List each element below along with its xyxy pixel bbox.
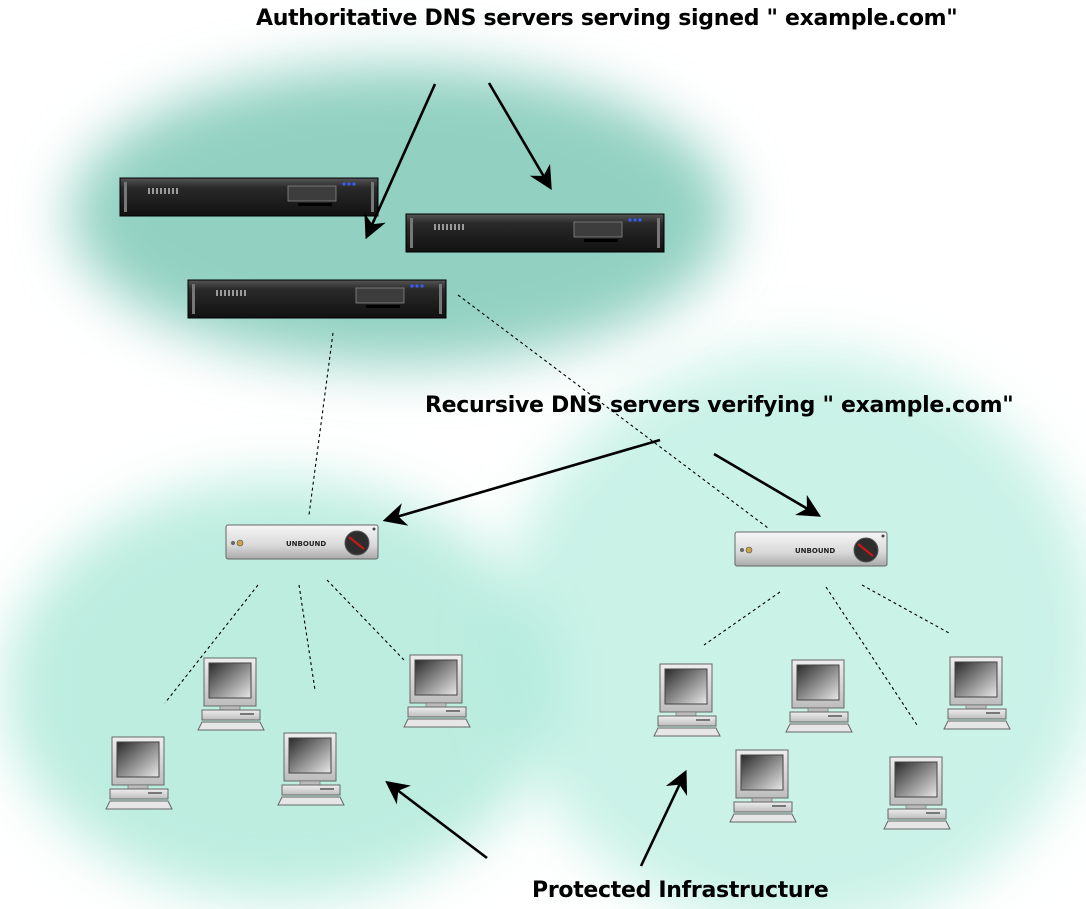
unbound-resolver-icon: UNBOUND xyxy=(733,530,889,568)
right-protected-zone-background xyxy=(500,350,1086,909)
resolver-brand-text: UNBOUND xyxy=(286,540,326,548)
arrow-to-right-resolver xyxy=(713,452,822,517)
desktop-computer-icon xyxy=(729,749,797,823)
desktop-computer-icon xyxy=(943,656,1011,730)
left-resolver-client-link xyxy=(164,584,259,704)
arrow-to-left-clients xyxy=(385,780,488,860)
unbound-resolver-icon: UNBOUND xyxy=(224,523,380,561)
desktop-computer-icon xyxy=(785,659,853,733)
desktop-computer-icon xyxy=(403,654,471,728)
desktop-computer-icon xyxy=(105,736,173,810)
dotted-links xyxy=(164,294,950,726)
protected-infrastructure-label: Protected Infrastructure xyxy=(532,878,829,903)
rack-server-icon xyxy=(405,213,665,253)
auth-to-left-resolver-link xyxy=(308,332,334,516)
arrow-to-second-server xyxy=(487,82,552,191)
recursive-servers-label: Recursive DNS servers verifying " exampl… xyxy=(425,393,1014,418)
left-resolver-client-link xyxy=(326,579,405,661)
pointer-arrows xyxy=(364,82,822,867)
arrow-to-first-server xyxy=(364,83,437,240)
rack-server-icon xyxy=(187,279,447,319)
resolver-brand-text: UNBOUND xyxy=(795,547,835,555)
desktop-computer-icon xyxy=(653,663,721,737)
desktop-computer-icon xyxy=(883,756,951,830)
arrow-to-left-resolver xyxy=(382,438,661,526)
authoritative-servers-label: Authoritative DNS servers serving signed… xyxy=(256,6,958,31)
auth-to-right-resolver-link xyxy=(457,294,769,529)
desktop-computer-icon xyxy=(197,657,265,731)
rack-server-icon xyxy=(119,177,379,217)
arrow-to-right-clients xyxy=(639,769,688,867)
right-resolver-client-link xyxy=(861,584,950,634)
desktop-computer-icon xyxy=(277,732,345,806)
